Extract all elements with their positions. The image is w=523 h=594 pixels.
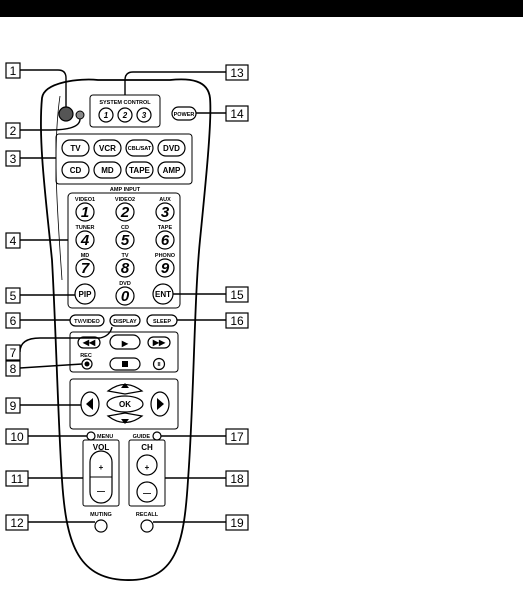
callout-number: 5 bbox=[10, 289, 17, 303]
callout-number: 3 bbox=[10, 152, 17, 166]
guide-label: GUIDE bbox=[133, 434, 151, 440]
fast-forward-icon: ▶▶ bbox=[152, 338, 166, 347]
number-key-digit: 8 bbox=[121, 260, 130, 277]
ok-label: OK bbox=[119, 400, 131, 409]
number-key-sublabel: TAPE bbox=[158, 225, 173, 231]
number-key-digit: 2 bbox=[120, 204, 130, 221]
cbl-sat-button-label: CBL/SAT bbox=[128, 146, 152, 152]
number-key-digit: 4 bbox=[80, 232, 90, 249]
callout-number: 8 bbox=[10, 362, 17, 376]
callout-number: 11 bbox=[11, 472, 24, 486]
system-control-title: SYSTEM CONTROL bbox=[99, 100, 151, 106]
tape-button-label: TAPE bbox=[129, 166, 150, 175]
callout-number: 1 bbox=[10, 64, 17, 78]
amp-input-label: AMP INPUT bbox=[110, 187, 141, 193]
tv-button-label: TV bbox=[70, 144, 81, 153]
recall-button[interactable] bbox=[141, 520, 153, 532]
ch-up-icon: + bbox=[145, 463, 150, 472]
callout-number: 18 bbox=[230, 472, 244, 486]
callout-number: 2 bbox=[10, 124, 17, 138]
callout-number: 16 bbox=[230, 314, 244, 328]
number-key-sublabel: PHONO bbox=[155, 253, 176, 259]
stop-icon bbox=[122, 361, 128, 367]
number-key-sublabel: VIDEO2 bbox=[115, 197, 135, 203]
ch-down-icon: — bbox=[143, 489, 151, 498]
system-control-3-label: 3 bbox=[142, 111, 147, 120]
number-key-digit: 5 bbox=[121, 232, 130, 249]
callout-number: 19 bbox=[230, 516, 244, 530]
rec-icon bbox=[85, 362, 90, 367]
rec-label: REC bbox=[80, 353, 92, 359]
number-key-sublabel: TV bbox=[121, 253, 128, 259]
muting-label: MUTING bbox=[90, 512, 112, 518]
callout-number: 9 bbox=[10, 399, 17, 413]
number-key-digit: 9 bbox=[161, 260, 170, 277]
pause-icon: II bbox=[157, 362, 161, 368]
ir-emitter bbox=[59, 107, 73, 121]
display-label: DISPLAY bbox=[113, 319, 137, 325]
callout-number: 13 bbox=[230, 66, 244, 80]
vol-down-button[interactable]: — bbox=[97, 487, 105, 496]
vcr-button-label: VCR bbox=[99, 144, 116, 153]
system-control-buttons: 1 2 3 bbox=[99, 108, 151, 122]
indicator-led bbox=[76, 111, 84, 119]
number-key-sublabel: TUNER bbox=[76, 225, 95, 231]
cd-button-label: CD bbox=[70, 166, 82, 175]
number-key-sublabel: MD bbox=[81, 253, 90, 259]
number-key-digit: 1 bbox=[81, 204, 89, 221]
number-key-digit: 7 bbox=[81, 260, 90, 277]
number-key-sublabel: VIDEO1 bbox=[75, 197, 95, 203]
number-key-sublabel: DVD bbox=[119, 281, 131, 287]
number-key-digit: 6 bbox=[161, 232, 170, 249]
muting-button[interactable] bbox=[95, 520, 107, 532]
callout-number: 7 bbox=[10, 346, 17, 360]
menu-label: MENU bbox=[97, 434, 113, 440]
number-key-sublabel: AUX bbox=[159, 197, 171, 203]
menu-button[interactable] bbox=[87, 432, 95, 440]
dvd-button-label: DVD bbox=[163, 144, 180, 153]
callout-number: 17 bbox=[230, 430, 244, 444]
callout-number: 6 bbox=[10, 314, 17, 328]
sleep-label: SLEEP bbox=[153, 319, 171, 325]
recall-label: RECALL bbox=[136, 512, 159, 518]
number-key-sublabel: CD bbox=[121, 225, 129, 231]
callout-number: 12 bbox=[10, 516, 24, 530]
callout-number: 14 bbox=[230, 107, 244, 121]
system-control-1-label: 1 bbox=[104, 111, 109, 120]
system-control-2-label: 2 bbox=[122, 111, 128, 120]
number-key-digit: 0 bbox=[121, 288, 130, 305]
number-key-digit: 3 bbox=[161, 204, 170, 221]
play-icon: ▶ bbox=[121, 339, 129, 348]
power-label: POWER bbox=[174, 112, 195, 118]
tv-video-label: TV/VIDEO bbox=[74, 319, 100, 325]
callout-number: 15 bbox=[230, 288, 244, 302]
pip-label: PIP bbox=[79, 290, 93, 299]
amp-button-label: AMP bbox=[163, 166, 181, 175]
ent-label: ENT bbox=[155, 290, 171, 299]
callout-number: 4 bbox=[10, 234, 17, 248]
ch-label: CH bbox=[141, 443, 153, 452]
md-button-label: MD bbox=[101, 166, 114, 175]
callout-number: 10 bbox=[10, 430, 24, 444]
guide-button[interactable] bbox=[153, 432, 161, 440]
rewind-icon: ◀◀ bbox=[82, 338, 96, 347]
vol-up-button[interactable]: + bbox=[99, 463, 104, 472]
